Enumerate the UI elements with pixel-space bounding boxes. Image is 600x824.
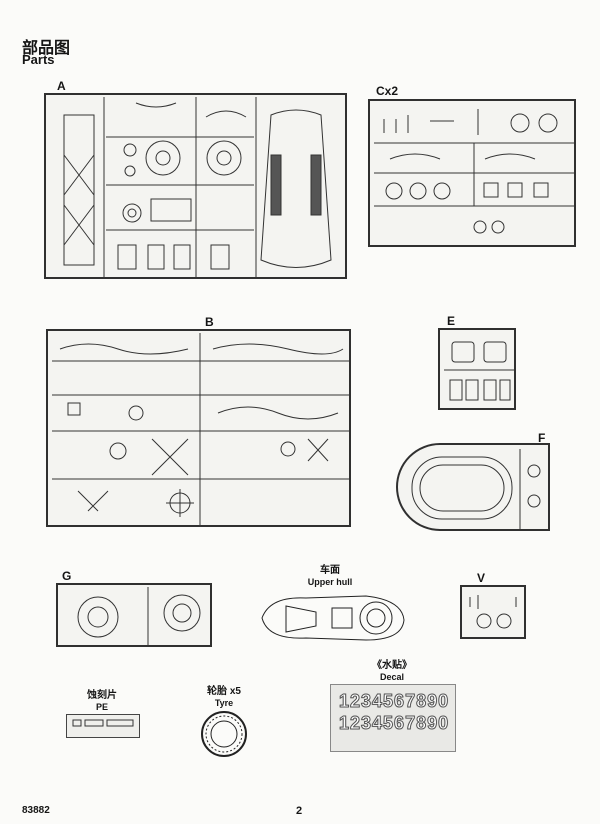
upper-hull-caption-cn: 车面 xyxy=(320,565,340,576)
sprue-a-label: A xyxy=(57,79,66,93)
sprue-f-label: F xyxy=(538,431,546,445)
sprue-e-label: E xyxy=(447,314,456,328)
upper-hull-icon xyxy=(261,595,405,641)
parts-header-en: Parts xyxy=(22,52,55,67)
pe-sheet xyxy=(66,714,140,738)
tyre-caption-en: Tyre xyxy=(214,698,234,708)
sprue-v-parts-icon xyxy=(469,595,517,629)
sprue-c xyxy=(368,99,576,247)
sprue-v-label: V xyxy=(477,571,486,585)
decal-row-1: 1234567890 xyxy=(338,691,450,712)
pe-caption-en: PE xyxy=(95,702,108,712)
sprue-f-parts-icon xyxy=(411,449,541,529)
decal-caption-cn: 《水贴》 xyxy=(372,660,412,671)
sprue-b xyxy=(46,329,351,527)
sprue-c-parts-icon xyxy=(374,109,574,234)
tyre-icon xyxy=(201,711,247,757)
sprue-a xyxy=(44,93,347,279)
footer-code: 83882 xyxy=(22,805,50,816)
sprue-b-parts-icon xyxy=(52,333,349,527)
sprue-f xyxy=(396,443,550,531)
sprue-v xyxy=(460,585,526,639)
sprue-g-parts-icon xyxy=(77,587,201,647)
decal-caption-en: Decal xyxy=(379,672,405,682)
upper-hull-caption-en: Upper hull xyxy=(307,577,353,587)
sprue-b-label: B xyxy=(205,315,214,329)
parts-header-cn: 部品图 xyxy=(22,40,71,57)
tyre-caption-cn: 轮胎 x5 xyxy=(207,686,241,697)
decal-row-2: 1234567890 xyxy=(338,713,450,734)
sprue-g xyxy=(56,583,212,647)
sprue-c-label: Cx2 xyxy=(376,84,399,98)
sprue-a-parts-icon xyxy=(63,97,332,279)
pe-caption-cn: 蚀刻片 xyxy=(87,690,117,701)
page-number: 2 xyxy=(296,805,303,817)
sprue-e-parts-icon xyxy=(444,341,514,401)
sprue-e xyxy=(438,328,516,410)
sprue-g-label: G xyxy=(62,569,72,583)
pe-parts-icon xyxy=(72,719,134,727)
decal-sheet: 1234567890 1234567890 xyxy=(330,684,456,752)
